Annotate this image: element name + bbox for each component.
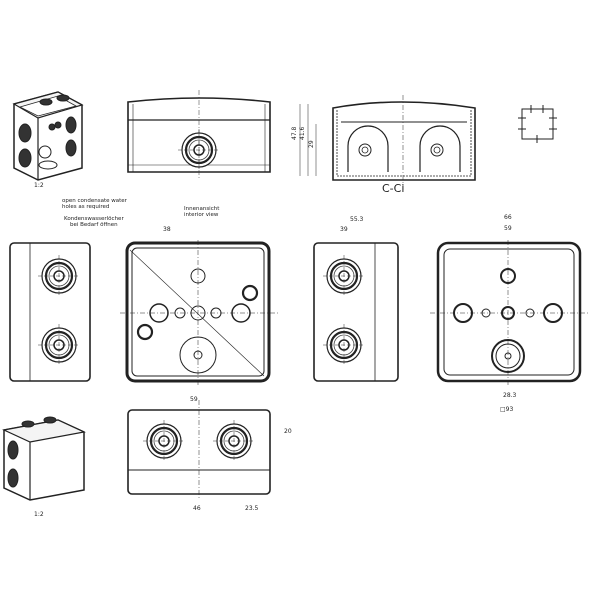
section-title: C-Ci: [382, 182, 404, 195]
interior-title-en: interior view: [184, 212, 219, 218]
front-view-top: [127, 90, 271, 180]
isometric-view-bottom: [2, 416, 86, 501]
scale-label-top: 1:2: [34, 182, 44, 189]
dim-66: 66: [504, 214, 512, 221]
left-side-view: [9, 242, 91, 382]
dim-59-b: 59: [504, 225, 512, 232]
interior-title-de: Innenansicht: [184, 206, 220, 212]
note-en-1: open condensate water: [62, 198, 128, 204]
section-view-cc: [299, 95, 476, 190]
bottom-view: [430, 240, 590, 385]
dim-29: 29: [308, 140, 315, 148]
dim-46: 46: [193, 505, 201, 512]
gland-layout-diagram: [518, 105, 557, 143]
note-en-2: holes as required: [62, 204, 109, 210]
dim-41-6: 41.6: [299, 126, 306, 140]
interior-view: [120, 240, 280, 385]
front-view-bottom: [127, 400, 271, 500]
dim-20: 20: [284, 428, 292, 435]
note-de-2: bei Bedarf öffnen: [70, 222, 118, 228]
dim-47-8: 47.8: [291, 126, 298, 140]
dim-38-top: 38: [163, 226, 171, 233]
dim-28-3: 28.3: [503, 392, 517, 399]
note-de-1: Kondenswasserlöcher: [64, 216, 124, 222]
dim-39: 39: [340, 226, 348, 233]
dim-55-3: 55.3: [350, 216, 364, 223]
scale-label-bottom: 1:2: [34, 511, 44, 518]
right-side-view: [313, 242, 399, 382]
dim-59: 59: [190, 396, 198, 403]
dim-23-5: 23.5: [245, 505, 259, 512]
dim-93: □93: [500, 406, 513, 413]
isometric-view-top: [12, 91, 84, 181]
